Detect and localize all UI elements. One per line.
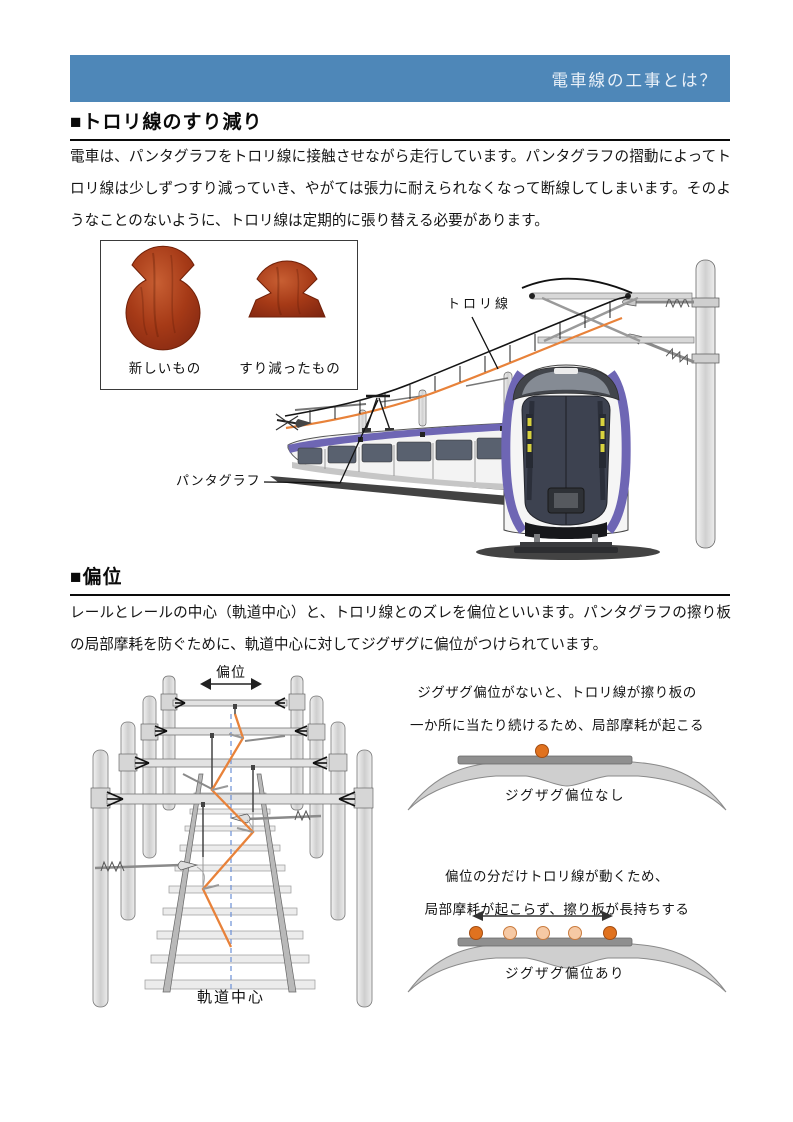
- hanger-rods: [202, 706, 254, 857]
- with-zigzag-caption: 偏位の分だけトロリ線が動くため、 局部摩耗が起こらず、擦り板が長持ちする: [385, 860, 729, 926]
- section-heading-deviation: ■偏位: [70, 562, 730, 596]
- no-zigzag-caption: ジグザグ偏位がないと、トロリ線が擦り板の 一か所に当たり続けるため、局部摩耗が起…: [385, 676, 729, 742]
- no-zigzag-label: ジグザグ偏位なし: [505, 788, 625, 803]
- pantograph-pointer: [263, 399, 379, 484]
- deviation-label: 偏位: [216, 666, 246, 681]
- contact-point-single: [535, 744, 549, 758]
- with-zigzag-caption-line1: 偏位の分だけトロリ線が動くため、: [445, 869, 669, 884]
- trolley-wire-line: [285, 316, 623, 430]
- pantograph-label: パンタグラフ: [176, 473, 261, 488]
- wire-cross-section-box: 新しいもの すり減ったもの: [100, 240, 358, 390]
- page-title: 電車線の工事とは？: [551, 70, 718, 90]
- train-front: [476, 364, 660, 560]
- trolley-wire-label: トロリ線: [447, 296, 512, 311]
- pantograph-head-with-zigzag: [407, 911, 727, 993]
- deviation-range-arrow: [200, 678, 262, 690]
- messenger-wire: [284, 295, 631, 417]
- no-zigzag-caption-line2: 一か所に当たり続けるため、局部摩耗が起こる: [410, 718, 704, 733]
- wire-cross-sections: [125, 245, 326, 351]
- paragraph-deviation: レールとレールの中心（軌道中心）と、トロリ線とのズレを偏位といいます。パンタグラ…: [70, 605, 731, 653]
- zigzag-trolley-wire: [201, 713, 255, 948]
- track-center-label: 軌道中心: [196, 990, 265, 1006]
- with-zigzag-label: ジグザグ偏位あり: [505, 966, 625, 981]
- worn-wire-label: すり減ったもの: [239, 361, 341, 376]
- worn-wire-shape: [248, 260, 326, 318]
- wire-anchor: [275, 413, 312, 431]
- contact-points-multiple: [469, 926, 617, 940]
- new-wire-label: 新しいもの: [128, 361, 202, 376]
- catenary-wires: [275, 295, 631, 431]
- cantilever-structure: [521, 277, 695, 344]
- pantograph-head-no-zigzag: [407, 744, 727, 811]
- sleepers: [144, 792, 316, 990]
- sweep-range-arrow: [472, 911, 613, 921]
- section-heading-wear: ■トロリ線のすり減り: [70, 107, 730, 141]
- train-catenary-illustration: [263, 259, 720, 560]
- rails: [162, 773, 297, 993]
- train-side: [270, 422, 516, 506]
- no-zigzag-caption-line1: ジグザグ偏位がないと、トロリ線が擦り板の: [417, 685, 697, 700]
- new-wire-shape: [125, 245, 201, 351]
- header-bar: 電車線の工事とは？: [70, 55, 730, 102]
- track-deviation-diagram: [90, 675, 374, 1008]
- catenary-pole-right: [622, 259, 720, 549]
- trolley-wire-pointer: [471, 316, 499, 370]
- paragraph-wear: 電車は、パンタグラフをトロリ線に接触させながら走行しています。パンタグラフの摺動…: [70, 149, 731, 229]
- with-zigzag-caption-line2: 局部摩耗が起こらず、擦り板が長持ちする: [424, 902, 690, 917]
